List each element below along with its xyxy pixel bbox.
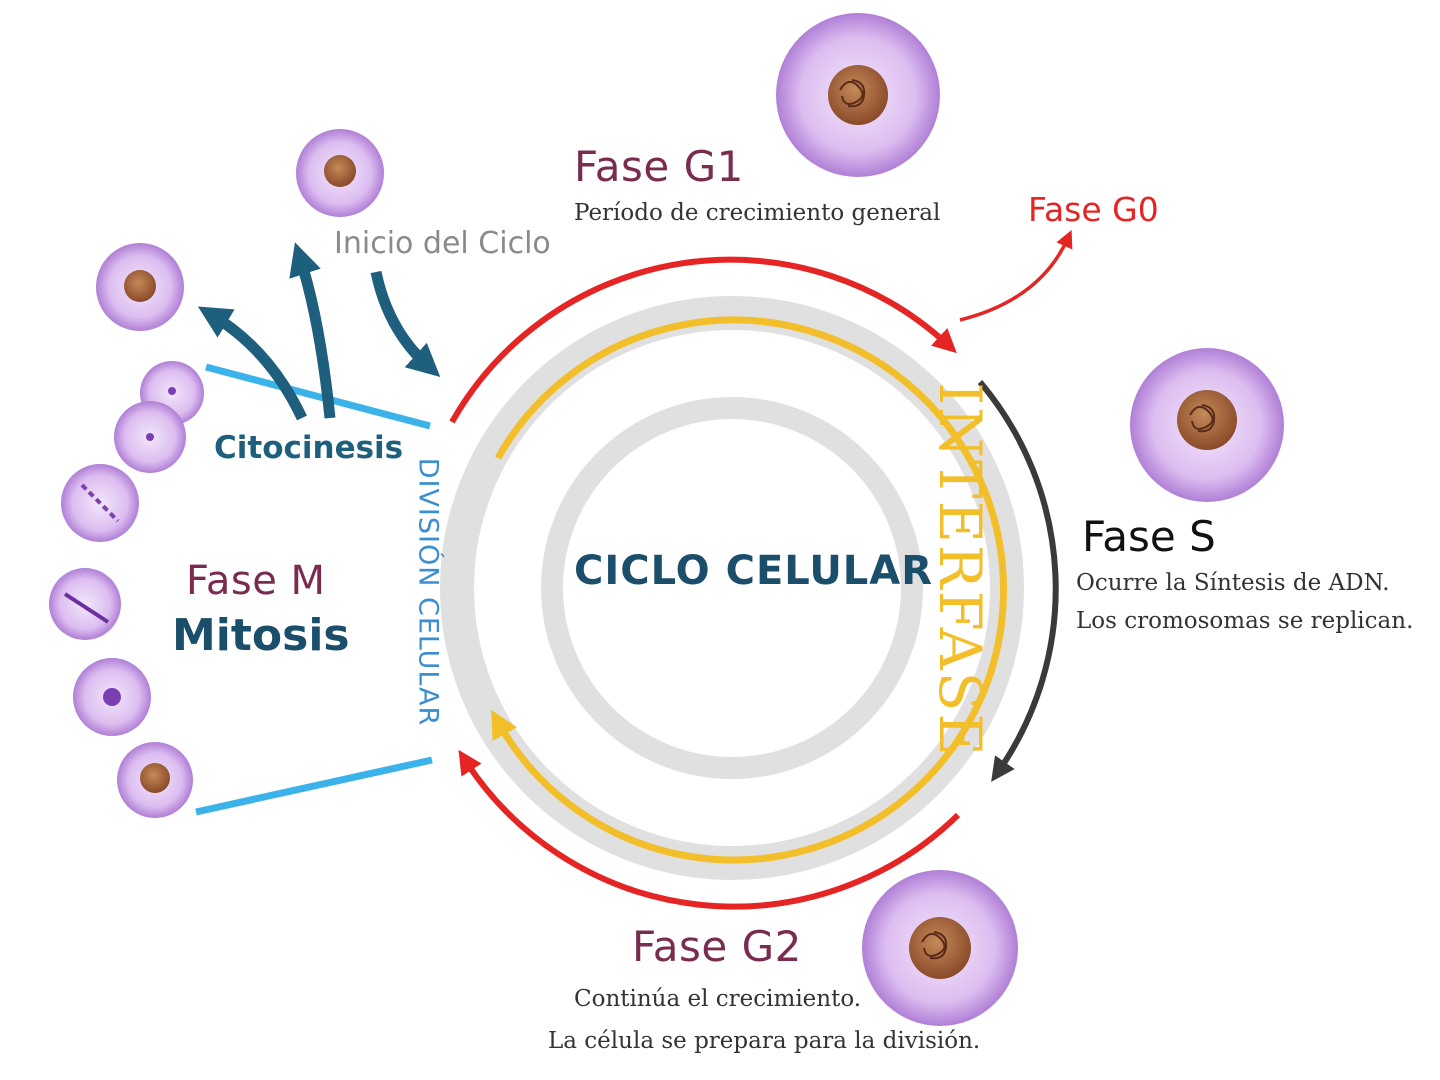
g0-arrow: [959, 230, 1073, 322]
g2-description-line1: Continúa el crecimiento.: [574, 986, 862, 1012]
dividing-cell: [114, 361, 204, 473]
cycle-start-label: Inicio del Ciclo: [334, 226, 551, 261]
prophase-cell: [117, 742, 193, 818]
s-description-line2: Los cromosomas se replican.: [1076, 608, 1414, 634]
interphase-label: INTERFASE: [926, 382, 994, 758]
g2-cell-image: [862, 870, 1018, 1026]
center-title: CICLO CELULAR: [574, 548, 934, 594]
mitosis-top-line: [205, 363, 431, 430]
g1-title: Fase G1: [574, 142, 744, 191]
s-cell-image: [1130, 348, 1284, 502]
metaphase-cell: [49, 568, 121, 640]
g0-title: Fase G0: [1028, 190, 1159, 229]
inner-gray-ring: [541, 397, 923, 779]
mitosis-bottom-line: [195, 756, 433, 816]
g2-title: Fase G2: [632, 922, 802, 971]
cytokinesis-arrow-left: [197, 306, 307, 421]
g1-description: Período de crecimiento general: [574, 200, 941, 226]
s-description-line1: Ocurre la Síntesis de ADN.: [1076, 570, 1390, 596]
cycle-start-arrow: [370, 270, 441, 378]
s-phase-arrow: [977, 380, 1059, 782]
g1-arrow: [449, 256, 957, 424]
s-title: Fase S: [1082, 512, 1216, 561]
g2-arrow: [458, 749, 961, 910]
m-title: Fase M: [186, 558, 326, 604]
m-subtitle: Mitosis: [172, 610, 350, 661]
g2-description-line2: La célula se prepara para la división.: [548, 1028, 981, 1054]
interphase-ring-arrow: [491, 316, 1008, 864]
cytokinesis-arrow-up: [289, 242, 336, 419]
anaphase-cell: [61, 464, 139, 542]
cell-division-label: DIVISIÓN CELULAR: [412, 457, 444, 727]
daughter-cell-left: [96, 243, 184, 331]
prometaphase-cell: [73, 658, 151, 736]
daughter-cell-top: [296, 129, 384, 217]
g1-cell-image: [776, 13, 940, 177]
cytokinesis-title: Citocinesis: [214, 430, 404, 466]
